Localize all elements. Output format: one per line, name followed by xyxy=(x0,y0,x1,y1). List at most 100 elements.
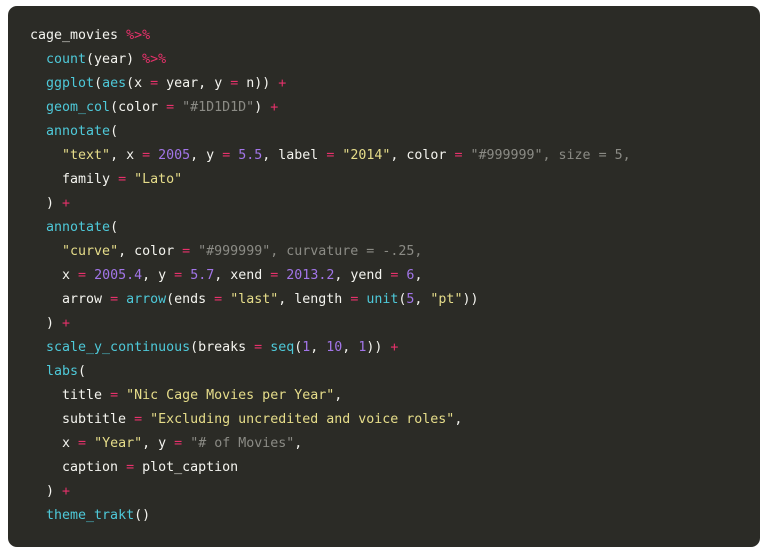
code-token-op: = xyxy=(230,76,239,91)
code-token-op: = xyxy=(142,148,151,163)
code-token-punct: ( xyxy=(94,76,103,91)
code-card: cage_movies %>% count(year) %>% ggplot(a… xyxy=(8,6,760,547)
code-token-op: = xyxy=(110,388,119,403)
code-token-op: = xyxy=(182,244,191,259)
code-token-plain xyxy=(142,412,150,427)
code-token-plain xyxy=(30,52,46,67)
code-token-op: = xyxy=(214,292,223,307)
code-line: x = 2005.4, y = 5.7, xend = 2013.2, yend… xyxy=(30,264,740,288)
code-token-func: ggplot xyxy=(46,76,95,91)
code-token-plain: year, y xyxy=(158,76,231,91)
code-token-plain xyxy=(30,220,46,235)
code-token-str: "Lato" xyxy=(134,172,183,187)
code-line: ggplot(aes(x = year, y = n)) + xyxy=(30,72,740,96)
code-token-str: "curve" xyxy=(62,244,119,259)
code-token-op: = xyxy=(454,148,463,163)
code-block[interactable]: cage_movies %>% count(year) %>% ggplot(a… xyxy=(30,24,740,528)
code-token-op: = xyxy=(350,292,359,307)
code-token-plain: , xyxy=(454,412,463,427)
code-token-plain: , length xyxy=(278,292,351,307)
code-token-op: = xyxy=(118,172,127,187)
code-token-op: = xyxy=(150,76,159,91)
code-token-plain xyxy=(174,100,182,115)
code-token-dim xyxy=(607,148,615,163)
code-line: count(year) %>% xyxy=(30,48,740,72)
code-token-pipe: %>% xyxy=(126,28,151,43)
code-token-op: + xyxy=(62,196,71,211)
code-token-op: = xyxy=(390,268,399,283)
code-token-func: annotate xyxy=(46,124,111,139)
code-token-plain: arrow xyxy=(30,292,111,307)
code-token-dim: "#999999" xyxy=(470,148,543,163)
code-token-op: = xyxy=(174,268,183,283)
code-token-op: + xyxy=(62,316,71,331)
code-line: labs( xyxy=(30,360,740,384)
code-line: "text", x = 2005, y = 5.5, label = "2014… xyxy=(30,144,740,168)
code-token-plain xyxy=(126,172,134,187)
code-token-plain xyxy=(86,436,94,451)
code-token-op: = xyxy=(110,292,119,307)
code-token-plain: (ends xyxy=(166,292,215,307)
code-line: scale_y_continuous(breaks = seq(1, 10, 1… xyxy=(30,336,740,360)
code-token-dim: , size xyxy=(542,148,599,163)
code-token-plain xyxy=(262,340,270,355)
code-line: cage_movies %>% xyxy=(30,24,740,48)
code-token-func: theme_trakt xyxy=(46,508,135,523)
code-token-plain xyxy=(30,244,62,259)
code-token-plain xyxy=(30,148,62,163)
code-token-op: + xyxy=(390,340,399,355)
code-line: x = "Year", y = "# of Movies", xyxy=(30,432,740,456)
code-line: theme_trakt() xyxy=(30,504,740,528)
code-token-plain xyxy=(182,436,190,451)
code-token-dim: -.25, xyxy=(374,244,423,259)
code-token-plain: , color xyxy=(118,244,183,259)
code-token-func: seq xyxy=(270,340,295,355)
code-line: geom_col(color = "#1D1D1D") + xyxy=(30,96,740,120)
code-token-num: 2005.4 xyxy=(94,268,143,283)
code-token-plain xyxy=(222,292,230,307)
code-token-plain xyxy=(182,268,190,283)
code-content[interactable]: cage_movies %>% count(year) %>% ggplot(a… xyxy=(30,24,740,528)
code-token-plain: title xyxy=(30,388,111,403)
code-token-plain: , xend xyxy=(214,268,271,283)
code-token-plain xyxy=(118,292,126,307)
code-line: caption = plot_caption xyxy=(30,456,740,480)
code-token-plain xyxy=(30,364,46,379)
code-token-plain: family xyxy=(30,172,119,187)
code-token-op: = xyxy=(78,268,87,283)
code-token-dim: = xyxy=(598,148,607,163)
code-token-func: count xyxy=(46,52,87,67)
code-token-func: scale_y_continuous xyxy=(46,340,191,355)
code-token-plain: , xyxy=(334,388,343,403)
code-token-plain xyxy=(30,100,46,115)
code-line: annotate( xyxy=(30,216,740,240)
code-token-plain: ) xyxy=(254,100,271,115)
code-token-plain: subtitle xyxy=(30,412,135,427)
code-line: annotate( xyxy=(30,120,740,144)
code-token-plain: n)) xyxy=(238,76,279,91)
code-token-plain: x xyxy=(30,268,79,283)
code-token-plain: , yend xyxy=(334,268,391,283)
code-token-num: 10 xyxy=(326,340,343,355)
code-token-op: = xyxy=(166,100,175,115)
code-token-op: + xyxy=(62,484,71,499)
code-token-num: 5 xyxy=(406,292,415,307)
code-token-dim: "# of Movies" xyxy=(190,436,295,451)
code-token-num: 2013.2 xyxy=(286,268,335,283)
code-token-plain: , xyxy=(414,268,423,283)
code-token-plain: , x xyxy=(110,148,143,163)
code-token-str: "last" xyxy=(230,292,279,307)
code-token-str: "text" xyxy=(62,148,111,163)
code-token-dim: "#1D1D1D" xyxy=(182,100,255,115)
code-token-plain xyxy=(150,148,158,163)
code-token-num: 1 xyxy=(358,340,367,355)
code-token-plain: () xyxy=(134,508,151,523)
code-token-str: "Year" xyxy=(94,436,143,451)
code-token-func: unit xyxy=(366,292,399,307)
code-token-plain xyxy=(118,388,126,403)
code-token-dim: "#999999" xyxy=(198,244,271,259)
code-line: "curve", color = "#999999", curvature = … xyxy=(30,240,740,264)
code-token-plain xyxy=(30,340,46,355)
code-token-plain: ) xyxy=(30,316,63,331)
